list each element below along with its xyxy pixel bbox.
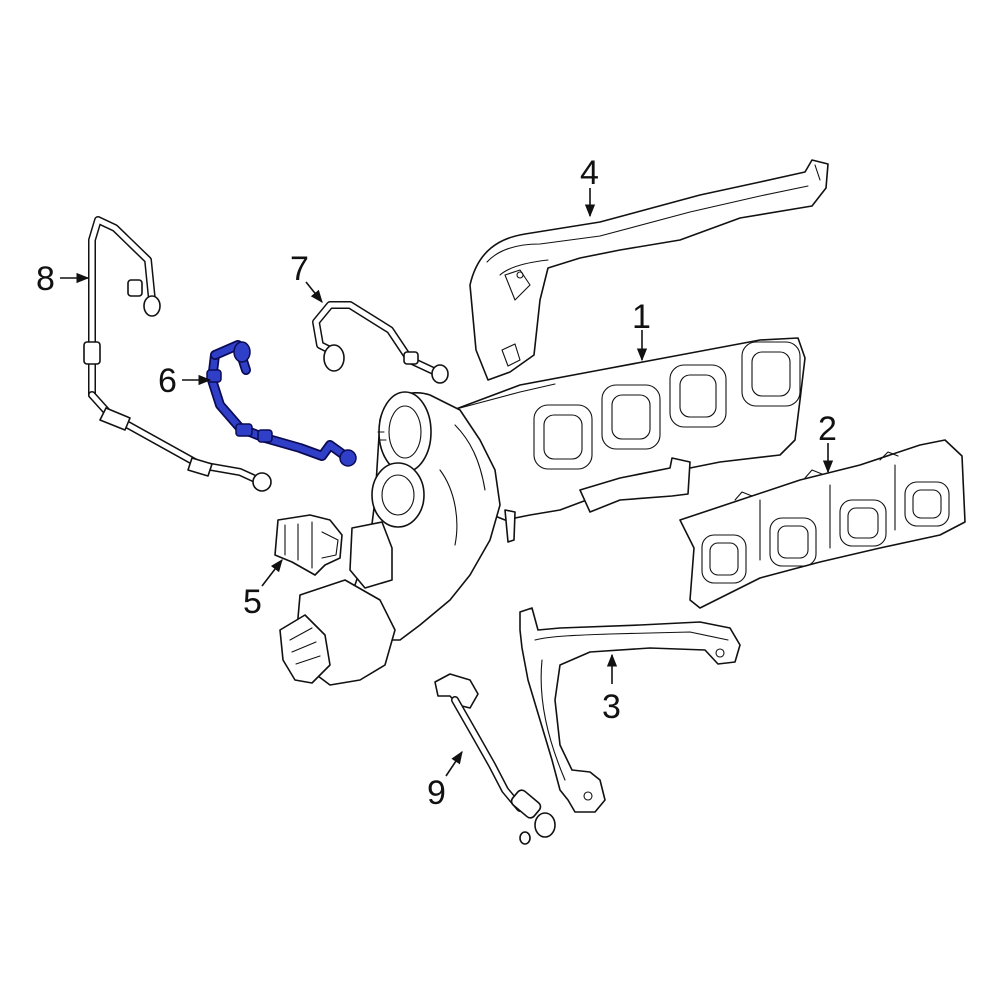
callout-9: 9	[427, 774, 446, 812]
leader-5	[261, 558, 283, 587]
part-7-oil-line[interactable]	[312, 301, 449, 384]
part-8-coolant-line[interactable]	[83, 216, 272, 492]
part-3-bracket[interactable]	[519, 607, 741, 813]
part-9-coolant-hose[interactable]	[434, 673, 556, 845]
callout-3: 3	[602, 688, 621, 726]
callout-2: 2	[818, 410, 837, 448]
part-1-exhaust-manifold-turbocharger[interactable]	[279, 337, 806, 686]
part-5-valve[interactable]	[274, 514, 343, 576]
leader-7	[305, 281, 323, 303]
callout-7: 7	[290, 250, 309, 288]
callout-6: 6	[158, 362, 177, 400]
part-6-turbo-oil-feed-line[interactable]	[206, 340, 357, 467]
part-2-exhaust-manifold-gasket[interactable]	[679, 439, 966, 609]
callout-1: 1	[632, 298, 651, 336]
callout-4: 4	[580, 154, 599, 192]
callout-8: 8	[36, 260, 55, 298]
leader-9	[445, 750, 463, 777]
part-4-heat-shield[interactable]	[469, 159, 829, 381]
callout-5: 5	[243, 583, 262, 621]
